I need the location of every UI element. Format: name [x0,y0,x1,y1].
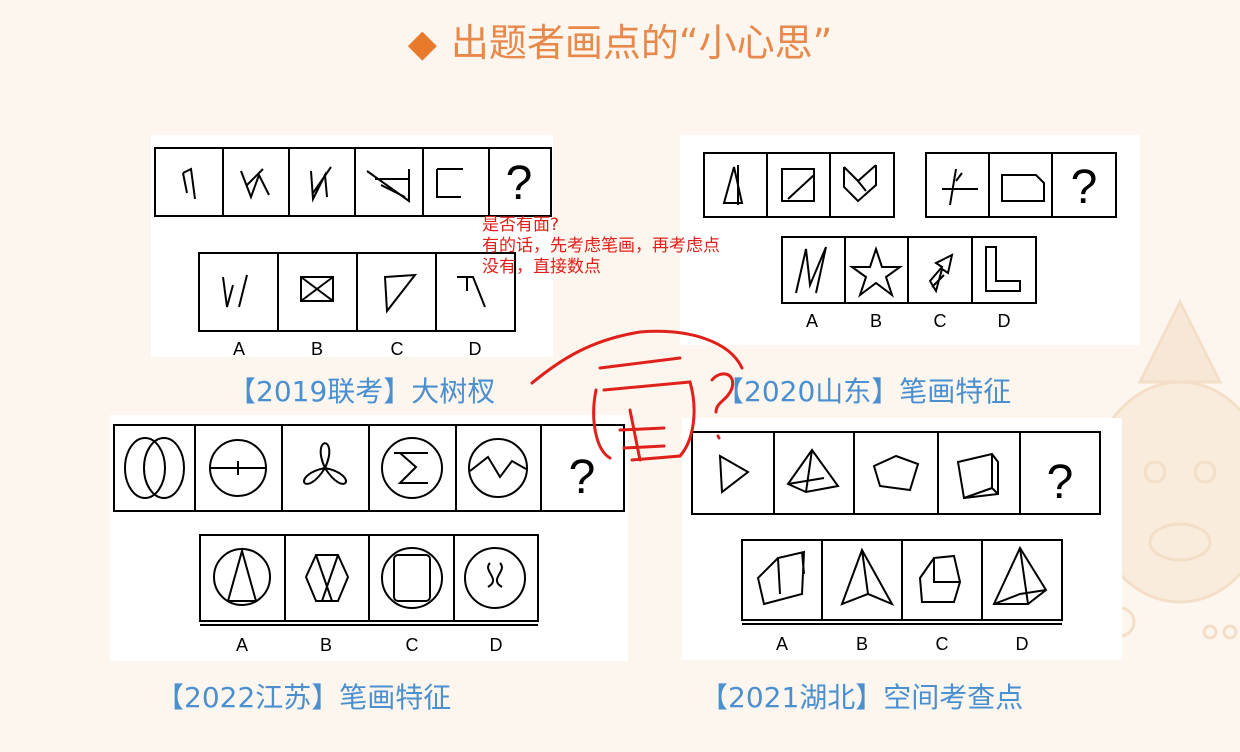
question-mark: ? [1047,456,1074,509]
option-label: D [1016,634,1029,654]
puzzle-figure-2020: ? A B C D [703,152,1117,331]
panel-caption-2020: 【2020山东】笔画特征 [716,375,1012,408]
option-label: D [490,635,503,655]
option-label: A [233,339,245,357]
puzzle-figure-2022: ? A B C D [113,424,625,655]
option-label: C [406,635,419,655]
annotation-line: 有的话，先考虑笔画，再考虑点 [482,236,720,256]
option-label: D [469,339,482,357]
option-label: A [776,634,788,654]
option-label: A [236,635,248,655]
puzzle-panel-2021: ? A B C D [682,418,1122,660]
option-label: B [311,339,323,357]
option-label: B [856,634,868,654]
question-mark: ? [1071,161,1098,214]
mascot-watermark-icon [1088,298,1240,640]
annotation-line: 是否有面? [482,215,560,235]
panel-caption-2019: 【2019联考】大树杈 [228,375,496,408]
puzzle-panel-2019: ? A B C D [151,135,553,359]
slide-title-text: 出题者画点的“小心思” [450,21,833,65]
option-label: C [934,311,947,331]
question-mark: ? [569,451,596,504]
puzzle-panel-2020: ? A B C D [680,135,1140,345]
puzzle-panel-2022: ? A B C D [110,415,628,661]
option-label: C [391,339,404,357]
option-label: B [320,635,332,655]
question-mark: ? [506,157,533,210]
panel-caption-2022: 【2022江苏】笔画特征 [156,681,452,714]
option-label: D [998,311,1011,331]
diamond-icon: ◆ [407,21,437,65]
option-label: A [806,311,818,331]
slide-title: ◆ 出题者画点的“小心思” [0,12,1240,67]
panel-caption-2021: 【2021湖北】空间考查点 [700,681,1024,714]
annotation-line: 没有，直接数点 [482,257,601,277]
annotation-note: 是否有面? 有的话，先考虑笔画，再考虑点 没有，直接数点 [482,215,720,278]
option-label: C [936,634,949,654]
puzzle-figure-2019: ? A B C D [154,147,552,359]
puzzle-figure-2021: ? A B C D [691,431,1101,654]
option-label: B [870,311,882,331]
